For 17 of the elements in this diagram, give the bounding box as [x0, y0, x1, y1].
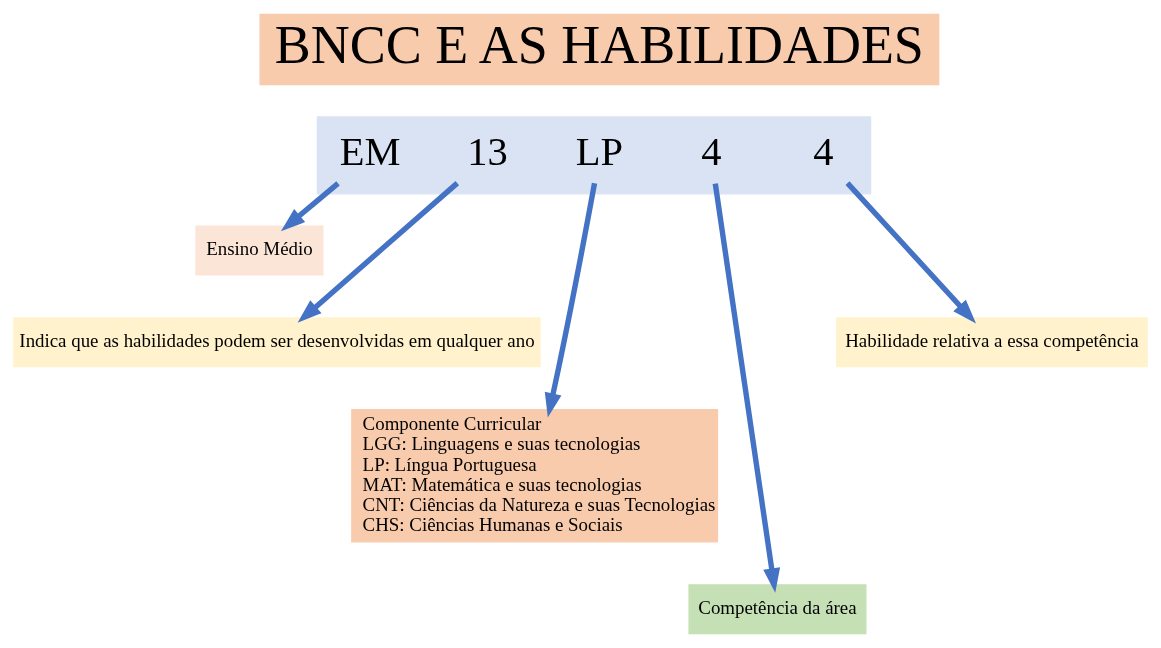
- node-text: 4: [701, 129, 722, 175]
- node-text: 13: [467, 129, 508, 175]
- arrow: [845, 181, 977, 324]
- arrow: [297, 181, 460, 323]
- node-text: LP: [575, 129, 623, 175]
- node-box: Habilidade relativa a essa competência: [836, 317, 1148, 368]
- node-box: Competência da área: [688, 584, 867, 635]
- node-box: Componente Curricular LGG: Linguagens e suas tecnologias LP: Língua Portuguesa MAT: Matemática e suas tecnologias CNT: Ciências da Natureza e suas Tecnologias CHS: Ciências Humanas e Sociais: [351, 409, 719, 543]
- arrow: [712, 183, 781, 593]
- node-box: BNCC E AS HABILIDADES: [259, 13, 940, 86]
- arrow: [544, 182, 598, 418]
- node-box: Ensino Médio: [195, 225, 324, 276]
- cluster: [316, 116, 872, 195]
- node-text: EM: [339, 129, 401, 175]
- arrow: [280, 181, 340, 232]
- node-box: Indica que as habilidades podem ser desenvolvidas em qualquer ano: [13, 317, 541, 368]
- node-text: 4: [813, 129, 834, 175]
